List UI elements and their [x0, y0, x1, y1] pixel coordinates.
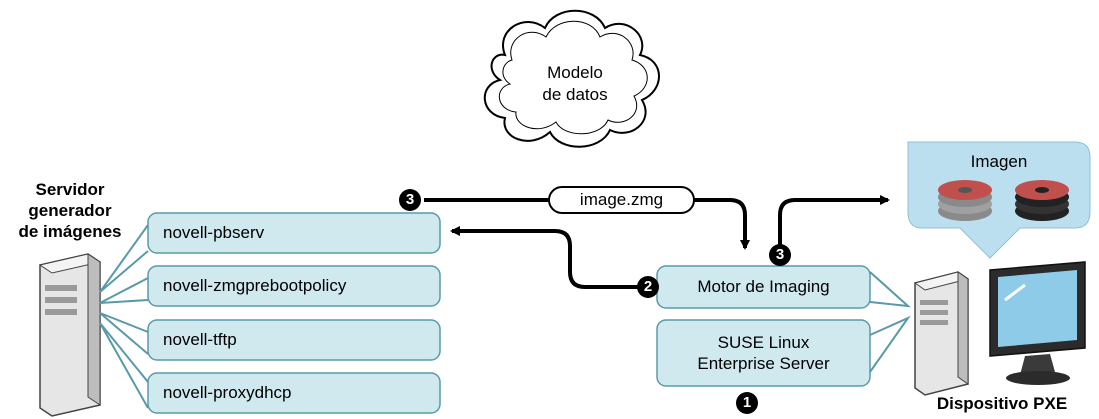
- os-label-line2: Enterprise Server: [697, 354, 830, 373]
- engine-label: Motor de Imaging: [697, 277, 830, 296]
- service-box-zmgprebootpolicy: [147, 265, 441, 307]
- step-badge-3-image: 3: [769, 244, 791, 266]
- step-badge-3-upload: 3: [399, 189, 421, 211]
- image-file-pill: [548, 186, 695, 214]
- cloud-label-line1: Modelo: [547, 63, 603, 82]
- server-title-line3: de imágenes: [18, 222, 122, 241]
- server-tower-icon: [38, 253, 102, 417]
- pxe-tower-icon: [913, 271, 970, 396]
- service-box-tftp: [147, 319, 441, 361]
- service-label-proxydhcp: novell-proxydhcp: [163, 383, 292, 402]
- step-badge-2: 2: [637, 276, 659, 298]
- device-connectors: [869, 271, 911, 373]
- service-label-zmgprebootpolicy: novell-zmgprebootpolicy: [163, 276, 347, 295]
- gray-disk-icon: [938, 180, 992, 221]
- flow-arrows: [424, 195, 890, 289]
- device-label: Dispositivo PXE: [936, 394, 1068, 413]
- server-title-line2: generador: [28, 201, 112, 220]
- cloud-shape: [483, 9, 660, 148]
- step-badge-1: 1: [736, 392, 758, 414]
- service-label-pbserv: novell-pbserv: [163, 223, 265, 242]
- server-title-line1: Servidor: [35, 180, 105, 199]
- service-box-proxydhcp: [147, 372, 441, 414]
- image-file-label: image.zmg: [579, 190, 664, 209]
- image-panel: [907, 141, 1091, 259]
- service-box-pbserv: [147, 212, 441, 254]
- image-panel-label: Imagen: [970, 152, 1028, 171]
- os-label-line1: SUSE Linux: [717, 333, 810, 352]
- server-connectors: [99, 224, 149, 409]
- red-disk-icon: [1015, 180, 1069, 221]
- cloud-label-line2: de datos: [542, 85, 608, 104]
- monitor-icon: [989, 261, 1086, 385]
- service-label-tftp: novell-tftp: [163, 330, 237, 349]
- os-box: [656, 319, 871, 387]
